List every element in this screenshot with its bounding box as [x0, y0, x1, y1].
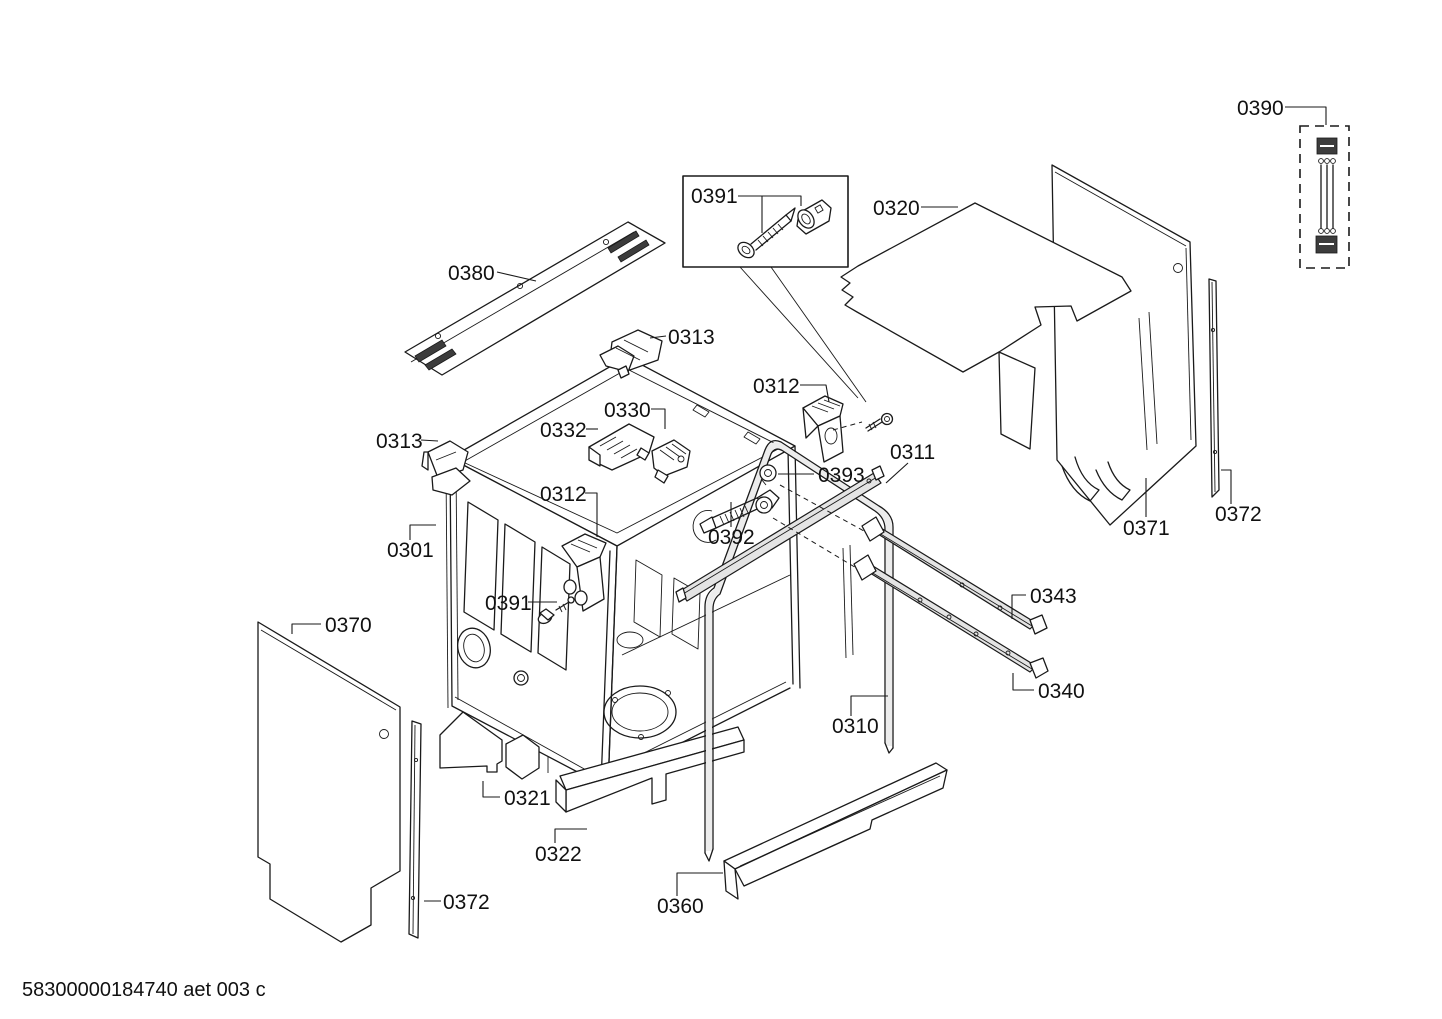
callout-0322: 0322 — [535, 843, 582, 866]
callout-0360: 0360 — [657, 895, 704, 918]
screw-right-0391 — [865, 412, 894, 432]
top-vent-panel-0380 — [404, 221, 666, 376]
tub-0301 — [445, 356, 854, 794]
side-panel-left-0370 — [257, 621, 401, 943]
base-0322 — [555, 726, 745, 813]
callout-0321: 0321 — [504, 787, 551, 810]
alignment-dashes — [772, 421, 865, 570]
kick-plate-0360 — [723, 762, 948, 900]
fitting-icon — [796, 199, 832, 235]
callout-0313-left: 0313 — [376, 430, 423, 453]
rail-0343 — [861, 516, 1048, 635]
rod-0392 — [692, 489, 780, 543]
rail-0340 — [853, 554, 1049, 679]
callout-0310: 0310 — [832, 715, 879, 738]
callout-0391-inset: 0391 — [691, 185, 738, 208]
side-panel-right-0371 — [1051, 164, 1197, 526]
insulation-panel-0320 — [840, 202, 1132, 450]
callout-0313-top: 0313 — [668, 326, 715, 349]
callout-labels: 0390 0391 0380 0313 0320 0312 0330 0332 … — [325, 97, 1284, 918]
callout-0301: 0301 — [387, 539, 434, 562]
callout-0370: 0370 — [325, 614, 372, 637]
hinge-bracket-right-0312 — [802, 395, 844, 463]
callout-0371: 0371 — [1123, 517, 1170, 540]
callout-0311: 0311 — [890, 441, 935, 464]
strip-0311 — [675, 465, 885, 603]
trim-strip-left-0372 — [408, 720, 422, 939]
callout-0390: 0390 — [1237, 97, 1284, 120]
trim-strip-right-0372 — [1208, 278, 1220, 498]
callout-0372-right: 0372 — [1215, 503, 1262, 526]
document-code: 58300000184740 aet 003 c — [22, 979, 266, 1001]
latch-left-0313 — [421, 440, 471, 496]
callout-0312-left: 0312 — [540, 483, 587, 506]
callout-0332: 0332 — [540, 419, 587, 442]
leader-lines — [291, 106, 1327, 902]
callout-0380: 0380 — [448, 262, 495, 285]
callout-0372-left: 0372 — [443, 891, 490, 914]
callout-0340: 0340 — [1038, 680, 1085, 703]
callout-0312-right: 0312 — [753, 375, 800, 398]
callout-0343: 0343 — [1030, 585, 1077, 608]
screw-set-lower-0391 — [537, 596, 575, 625]
fill-hose-0390 — [1299, 125, 1350, 269]
screw-icon — [737, 207, 796, 259]
latch-top-0313 — [599, 329, 663, 379]
callout-0393: 0393 — [818, 464, 865, 487]
lock-0330 — [651, 439, 691, 484]
callout-0392: 0392 — [708, 526, 755, 549]
callout-0320: 0320 — [873, 197, 920, 220]
nut-0393 — [759, 464, 777, 486]
callout-0391-lower: 0391 — [485, 592, 532, 615]
inset-box-0391 — [682, 175, 867, 403]
callout-0330: 0330 — [604, 399, 651, 422]
base-support-0321 — [439, 711, 540, 780]
door-seal-frame-0310 — [704, 439, 894, 862]
mount-0332 — [588, 423, 655, 471]
hinge-bracket-left-0312 — [561, 533, 607, 612]
